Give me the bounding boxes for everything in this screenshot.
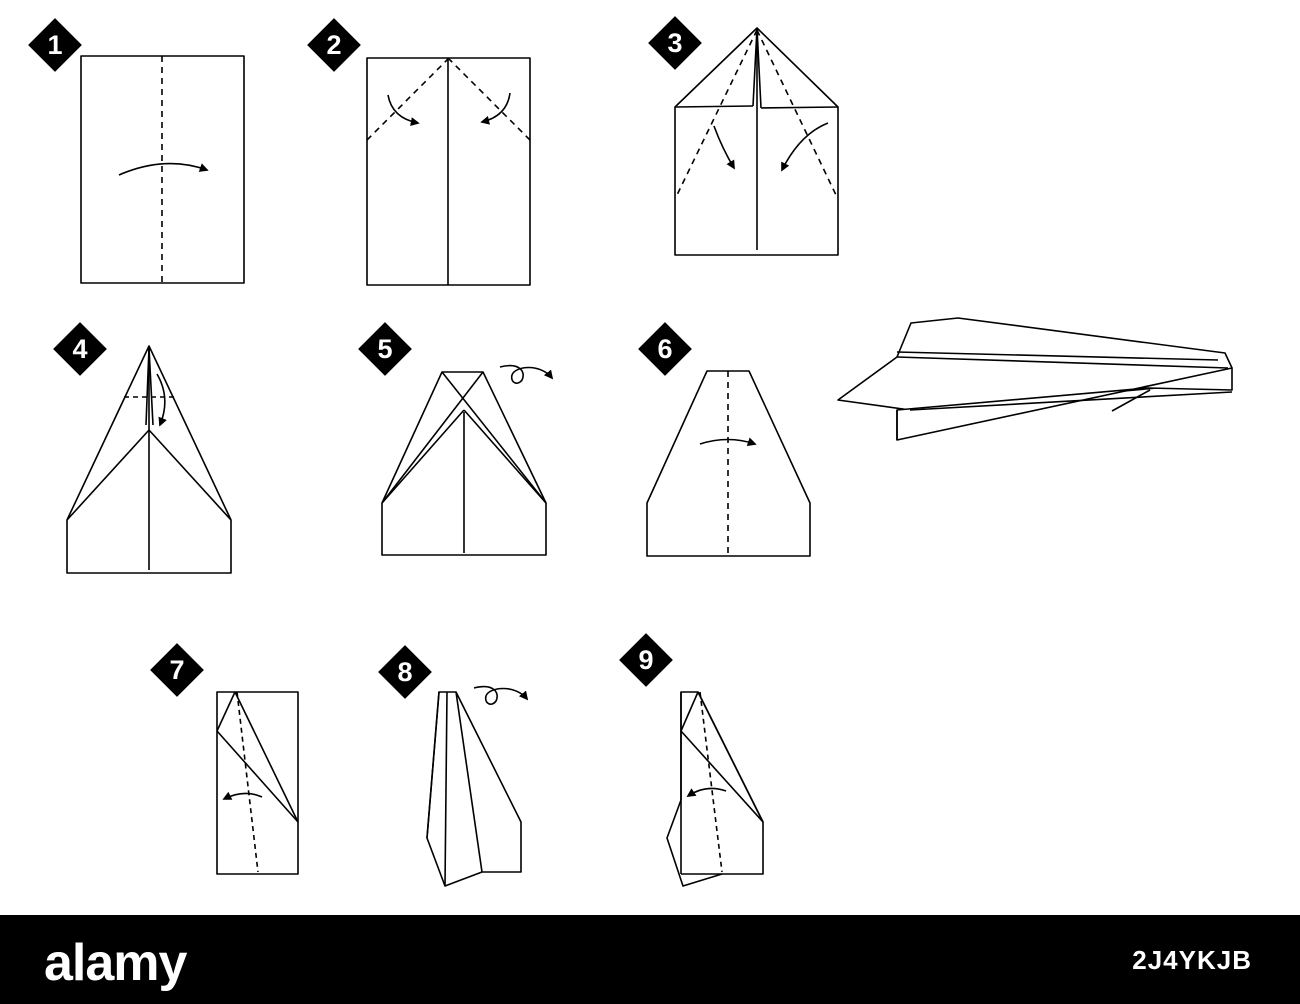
step-8-badge: 8 [378, 645, 432, 699]
step-1-number: 1 [47, 30, 63, 60]
step-1-badge: 1 [28, 18, 82, 72]
brand-logo: alamy [44, 934, 187, 992]
step-9-badge: 9 [619, 633, 673, 687]
step-7-number: 7 [169, 655, 185, 685]
image-id: 2J4YKJB [1132, 945, 1252, 975]
step-9-number: 9 [638, 645, 654, 675]
step-7-badge: 7 [150, 643, 204, 697]
step-6-badge: 6 [638, 322, 692, 376]
step-3-diagram [674, 27, 839, 256]
footer-bar: alamy 2J4YKJB [0, 915, 1300, 1004]
step-4-number: 4 [72, 334, 88, 364]
step-6-number: 6 [657, 334, 673, 364]
step-7-diagram [216, 691, 299, 875]
step-2-diagram [366, 57, 531, 286]
step-5-diagram [381, 364, 554, 556]
step-9-diagram [666, 691, 764, 887]
step-4-diagram [66, 345, 232, 574]
step-2-badge: 2 [307, 18, 361, 72]
step-3-number: 3 [667, 28, 683, 58]
step-5-number: 5 [377, 334, 393, 364]
step-2-number: 2 [326, 30, 342, 60]
step-3-badge: 3 [648, 16, 702, 70]
folding-diagram [66, 27, 1233, 887]
step-1-diagram [80, 55, 245, 284]
finished-paper-plane [837, 317, 1233, 441]
step-5-badge: 5 [358, 322, 412, 376]
step-4-badge: 4 [53, 322, 107, 376]
step-6-diagram [646, 370, 811, 557]
step-8-diagram [426, 685, 529, 887]
step-8-number: 8 [397, 657, 413, 687]
